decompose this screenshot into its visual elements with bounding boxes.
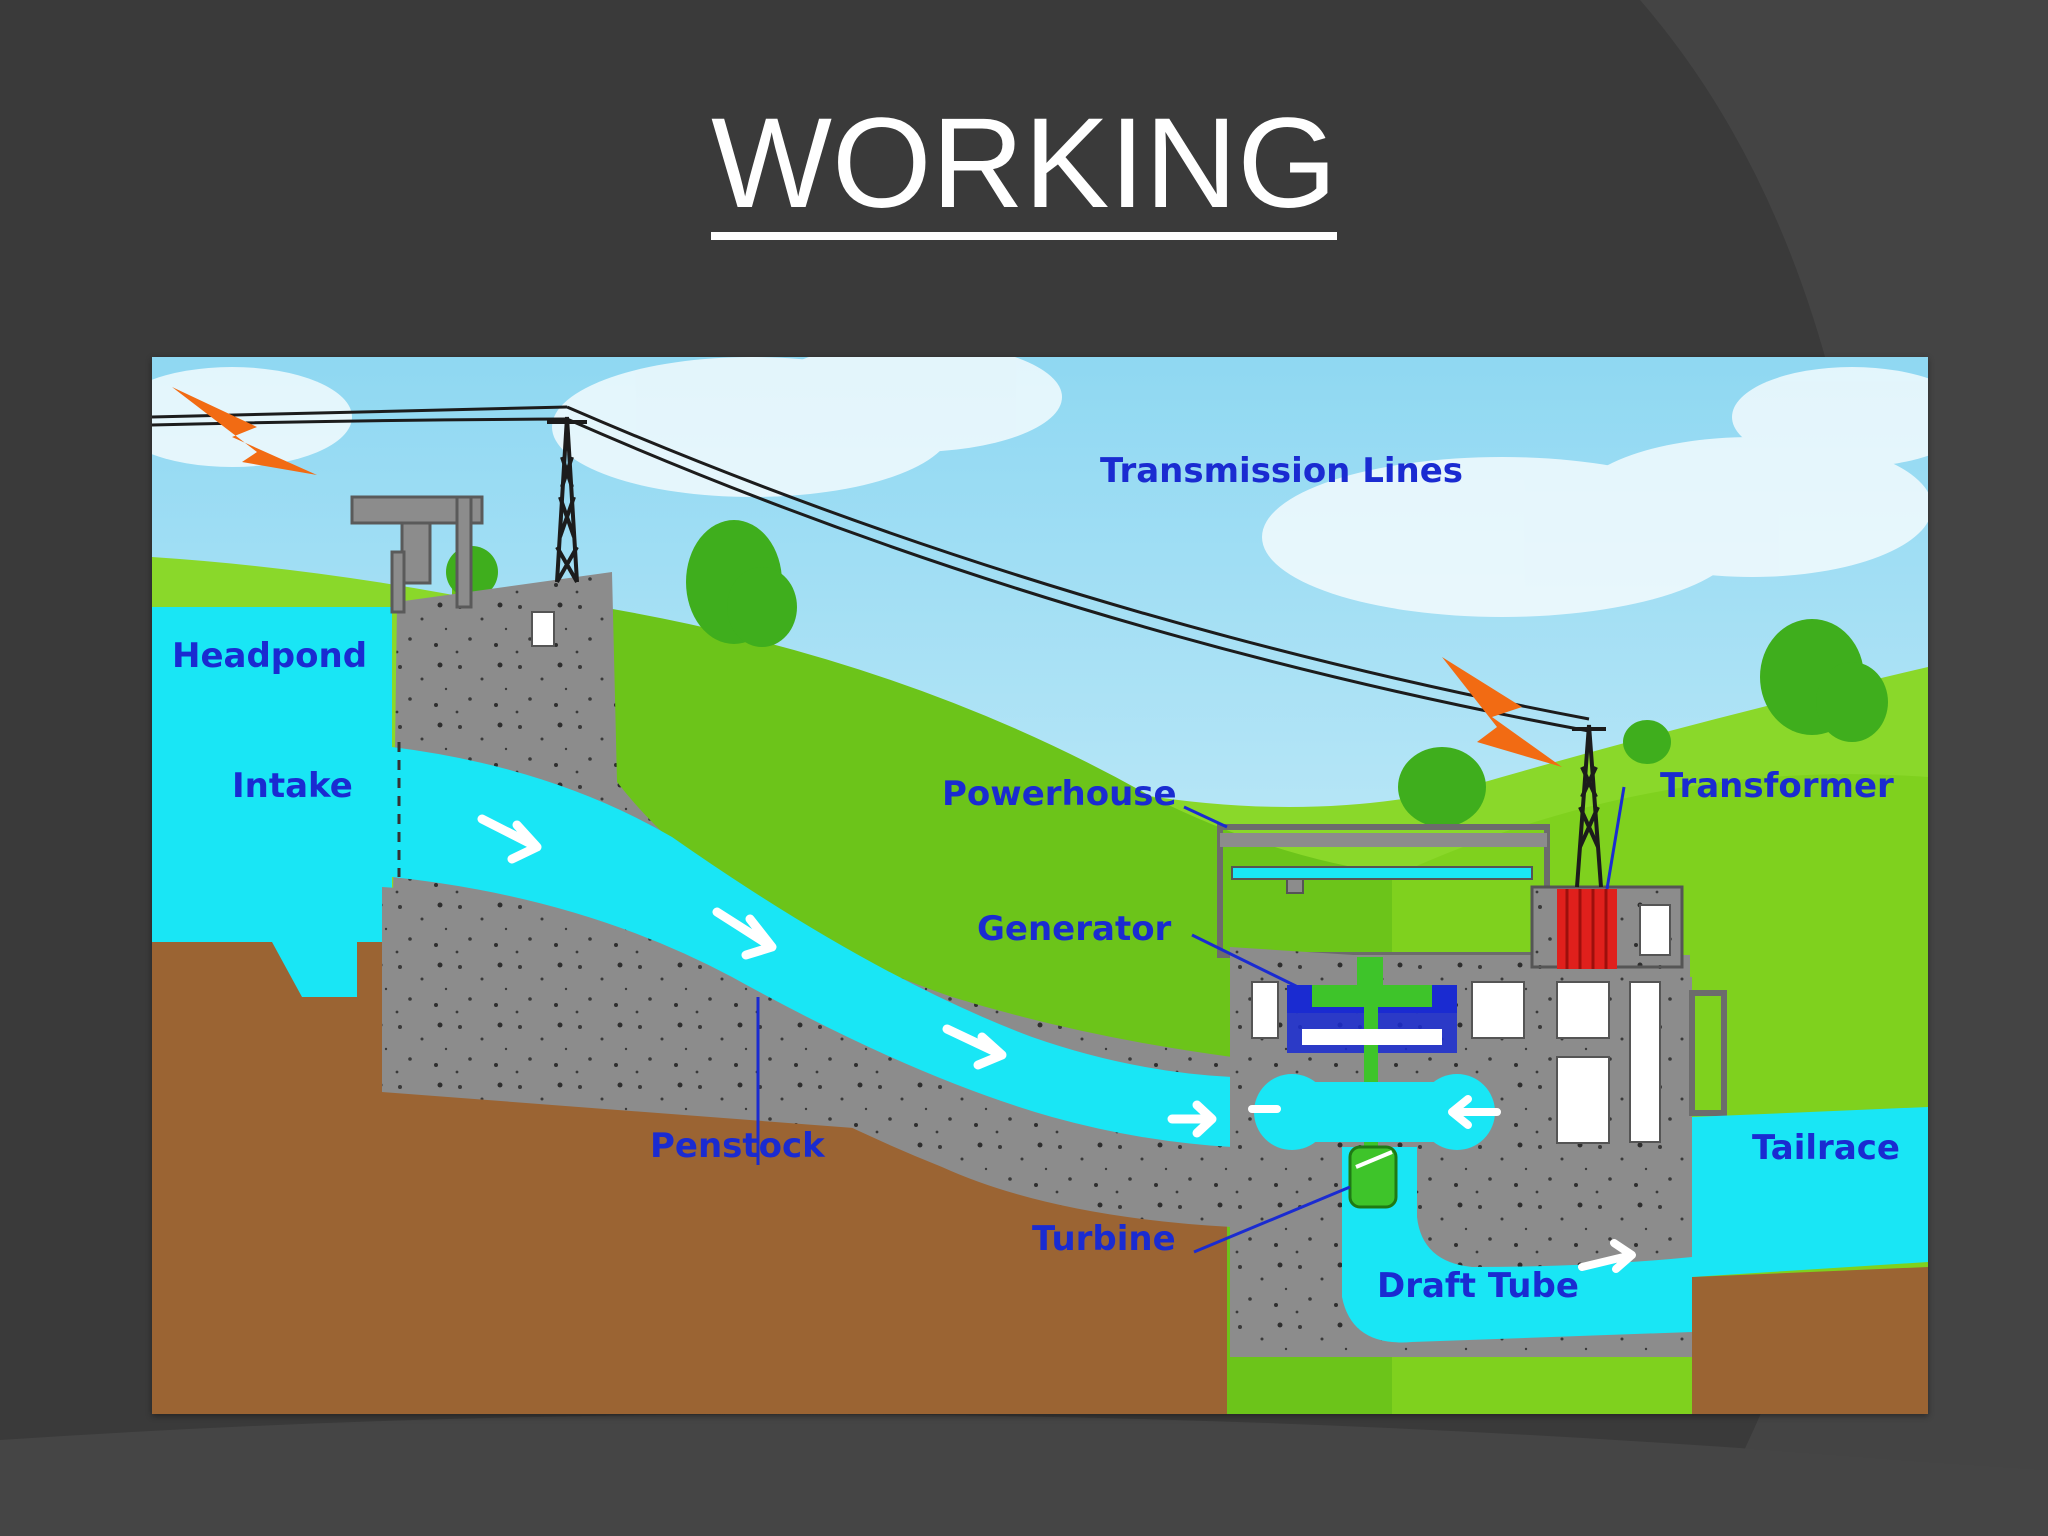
lightning-right <box>1442 657 1562 767</box>
tree-1 <box>686 520 797 647</box>
gate-structure <box>350 495 484 614</box>
label-intake: Intake <box>232 766 353 806</box>
headpond-water <box>152 607 392 997</box>
label-tailrace: Tailrace <box>1752 1128 1900 1168</box>
label-headpond: Headpond <box>172 636 367 676</box>
clouds <box>152 357 1928 617</box>
ground <box>152 897 1227 1414</box>
dam-window <box>531 611 555 647</box>
tailrace-water <box>1692 1107 1928 1277</box>
transformer <box>1557 889 1617 969</box>
draft-tube-water <box>1342 1147 1692 1343</box>
generator <box>1287 957 1457 1157</box>
tree-2 <box>1398 747 1486 827</box>
slide-title: WORKING <box>0 100 2048 240</box>
label-penstock: Penstock <box>650 1126 826 1166</box>
flow-arrows <box>477 814 1217 1138</box>
transmission-wires <box>152 405 1590 733</box>
penstock-water <box>392 747 1232 1147</box>
leader-lines <box>756 786 1626 1254</box>
label-powerhouse: Powerhouse <box>942 774 1177 814</box>
hydropower-diagram: Transmission Lines Headpond Intake Power… <box>152 357 1928 1414</box>
label-transformer: Transformer <box>1660 766 1894 806</box>
label-transmission-lines: Transmission Lines <box>1100 451 1463 491</box>
tower-left <box>547 416 587 583</box>
label-generator: Generator <box>977 909 1172 949</box>
lightning-left <box>172 387 317 475</box>
hydropower-diagram-svg: Transmission Lines Headpond Intake Power… <box>152 357 1928 1414</box>
turbine <box>1348 1145 1398 1209</box>
tailrace-arrows <box>1248 1095 1636 1273</box>
slide-title-text: WORKING <box>711 100 1337 240</box>
label-turbine: Turbine <box>1032 1219 1176 1259</box>
tree-3 <box>1760 619 1888 742</box>
tree-4 <box>1623 720 1671 764</box>
ground-right <box>1692 1267 1928 1414</box>
equipment-boxes <box>1251 981 1661 1144</box>
label-draft-tube: Draft Tube <box>1377 1266 1579 1306</box>
dam-base <box>382 887 1232 1187</box>
